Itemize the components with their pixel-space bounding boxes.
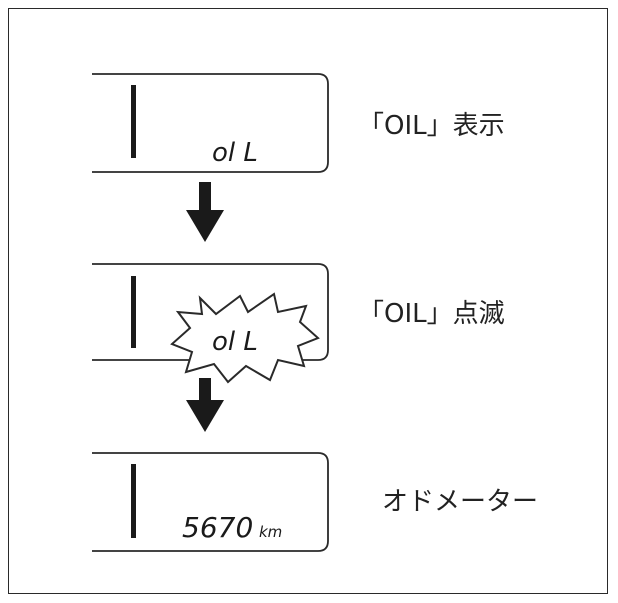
lcd-text-2: ol L: [212, 327, 258, 357]
lcd-panel-2: [92, 263, 329, 361]
step-label-1: 「OIL」表示: [358, 111, 505, 141]
diagram-frame: [8, 8, 608, 594]
odometer-unit: km: [259, 523, 282, 541]
lcd-text-1: ol L: [212, 138, 258, 168]
step-label-3: オドメーター: [382, 487, 538, 517]
lcd-panel-3: [92, 452, 329, 552]
step-1: ol L 「OIL」表示: [92, 73, 505, 173]
lcd-panel-1: [92, 73, 329, 173]
down-arrow-icon: [186, 378, 224, 432]
lcd-bar-2: [131, 276, 136, 348]
down-arrow-icon: [186, 182, 224, 242]
step-2: ol L 「OIL」点滅: [92, 263, 505, 384]
flash-burst-icon: [170, 292, 320, 384]
odometer-value: 5670: [182, 511, 253, 544]
lcd-bar-1: [131, 85, 136, 158]
step-label-2: 「OIL」点滅: [358, 299, 505, 329]
lcd-bar-3: [131, 464, 136, 538]
step-3: 5670 km オドメーター: [92, 452, 538, 552]
